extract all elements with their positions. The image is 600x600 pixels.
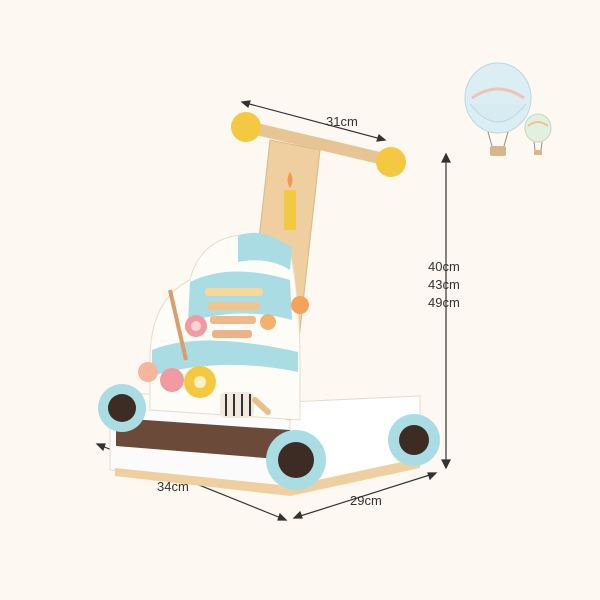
- drum-icon: [220, 392, 254, 418]
- height-label: 43cm: [428, 277, 460, 292]
- candle-icon: [284, 172, 296, 230]
- xylophone: [205, 288, 263, 338]
- height-label: 49cm: [428, 295, 460, 310]
- wheel: [98, 384, 440, 490]
- gear-icon: [138, 362, 216, 398]
- hot-air-balloon-small-icon: [524, 113, 552, 155]
- height-label: 40cm: [428, 259, 460, 274]
- height-labels: 40cm 43cm 49cm: [428, 259, 460, 313]
- handle-width-label: 31cm: [326, 114, 358, 129]
- hot-air-balloon-icon: [464, 62, 532, 156]
- length-label: 34cm: [157, 479, 189, 494]
- width-label: 29cm: [350, 493, 382, 508]
